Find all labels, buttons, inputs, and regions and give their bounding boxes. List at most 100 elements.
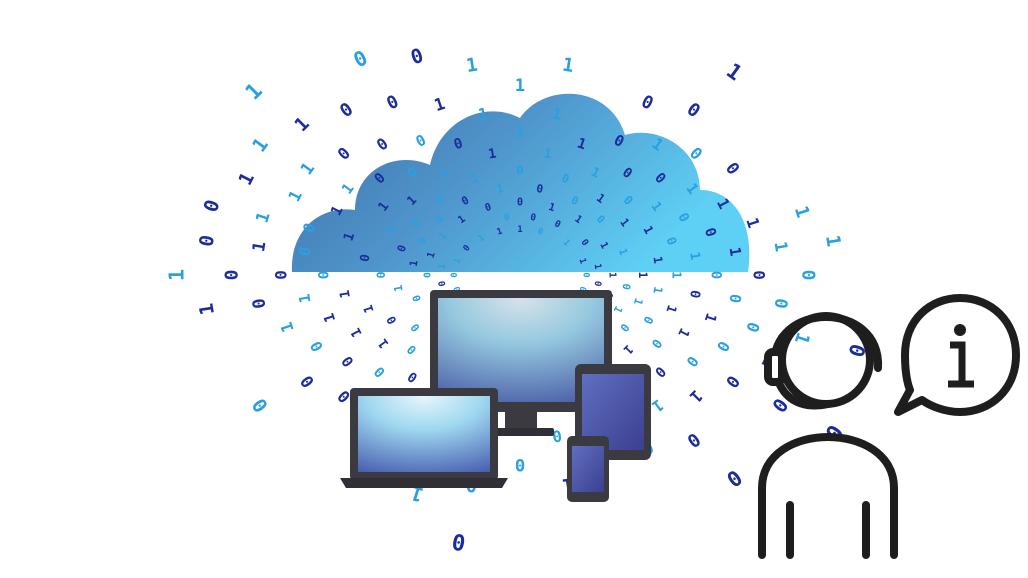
binary-digit: 1: [607, 272, 618, 278]
binary-digit: 0: [726, 293, 745, 305]
binary-digit: 1: [465, 55, 479, 78]
binary-digit: 1: [296, 158, 318, 178]
binary-digit: 0: [462, 243, 473, 253]
binary-digit: 1: [437, 262, 449, 270]
binary-digit: 0: [384, 314, 400, 327]
binary-digit: 0: [529, 212, 537, 224]
binary-digit: 0: [663, 235, 680, 247]
binary-digit: 0: [437, 280, 449, 287]
binary-digit: 0: [578, 237, 590, 248]
binary-digit: 1: [572, 214, 583, 226]
binary-digit: 0: [395, 243, 410, 254]
binary-digit: 1: [235, 169, 259, 189]
binary-digit: 0: [307, 338, 327, 354]
binary-digit: 1: [650, 255, 665, 264]
binary-digit: 0: [683, 99, 704, 122]
info-speech-bubble-icon: [894, 294, 1020, 416]
binary-digit: 0: [722, 372, 744, 392]
binary-digit: 1: [338, 289, 354, 299]
binary-digit: 0: [742, 320, 763, 335]
binary-digit: 1: [432, 93, 448, 115]
binary-digit: 0: [713, 338, 733, 354]
binary-digit: 0: [416, 235, 430, 246]
binary-digit: 1: [542, 147, 552, 163]
binary-digit: 1: [636, 272, 649, 279]
binary-digit: 1: [621, 342, 636, 357]
binary-digit: 1: [291, 113, 314, 136]
binary-digit: 1: [674, 325, 692, 340]
tablet: [575, 364, 651, 460]
binary-digit: 0: [638, 92, 657, 115]
laptop: [340, 388, 508, 488]
binary-digit: 1: [790, 203, 813, 220]
smartphone: [567, 436, 609, 502]
binary-digit: 1: [547, 201, 557, 214]
binary-digit: 0: [317, 271, 333, 280]
binary-digit: 1: [686, 386, 707, 407]
binary-digit: 0: [247, 394, 272, 417]
binary-digit: 1: [477, 233, 487, 244]
binary-digit: 0: [516, 163, 523, 177]
binary-digit: 1: [165, 269, 189, 281]
binary-digit: 0: [450, 528, 467, 556]
binary-digit: 1: [551, 104, 563, 124]
binary-digit: 0: [651, 363, 668, 380]
binary-digit: 1: [742, 215, 763, 230]
binary-digit: 0: [722, 465, 747, 493]
binary-digit: 1: [477, 104, 489, 124]
binary-digit: 1: [597, 240, 610, 250]
binary-digit: 0: [686, 289, 702, 299]
binary-digit: 1: [577, 257, 588, 265]
binary-digit: 1: [241, 78, 268, 105]
binary-digit: 1: [631, 296, 646, 307]
binary-digit: 0: [560, 171, 571, 187]
binary-digit: 0: [552, 218, 562, 231]
binary-digit: 1: [339, 180, 358, 197]
binary-digit: 1: [496, 227, 504, 238]
binary-digit: 0: [334, 143, 354, 163]
binary-digit: 1: [701, 311, 719, 324]
binary-digit: 0: [413, 131, 429, 151]
binary-digit: 0: [199, 197, 224, 215]
binary-digit: 1: [360, 303, 377, 315]
binary-digit: 0: [404, 342, 419, 357]
binary-digit: 0: [339, 352, 358, 369]
binary-digit: 1: [663, 303, 680, 315]
binary-digit: 0: [798, 270, 819, 281]
binary-digit: 1: [821, 233, 846, 248]
binary-digit: 1: [321, 311, 339, 324]
binary-digit: 0: [569, 194, 581, 209]
binary-digit: 0: [372, 363, 389, 380]
support-agent-icon: [758, 312, 898, 559]
binary-digit: 0: [722, 158, 744, 178]
binary-digit: 0: [515, 454, 525, 474]
binary-digit: 0: [771, 297, 792, 310]
binary-digit: 1: [437, 231, 449, 242]
binary-digit: 0: [580, 272, 590, 277]
binary-digit: 1: [408, 259, 421, 267]
binary-digit: 0: [483, 201, 493, 214]
binary-digit: 1: [616, 247, 629, 257]
binary-digit: 0: [535, 182, 544, 196]
binary-digit: 0: [221, 270, 242, 281]
binary-digit: 0: [384, 92, 403, 115]
binary-digit: 1: [452, 257, 463, 265]
binary-digit: 0: [357, 253, 373, 263]
binary-digit: 1: [669, 271, 684, 279]
binary-digit: 1: [376, 335, 393, 350]
binary-digit: 1: [247, 133, 272, 156]
binary-digit: 1: [561, 55, 575, 78]
binary-digit: 0: [194, 233, 219, 248]
binary-digit: 1: [516, 123, 525, 140]
binary-digit: 0: [648, 336, 665, 351]
binary-digit: 1: [496, 182, 505, 196]
binary-digit: 1: [592, 263, 604, 271]
binary-digit: 0: [459, 194, 471, 209]
binary-digit: 0: [577, 285, 588, 293]
binary-digit: 1: [726, 246, 745, 258]
binary-digit: 0: [422, 272, 433, 278]
binary-digit: 1: [456, 214, 467, 226]
binary-digit: 1: [252, 209, 274, 225]
binary-digit: 1: [650, 285, 665, 294]
